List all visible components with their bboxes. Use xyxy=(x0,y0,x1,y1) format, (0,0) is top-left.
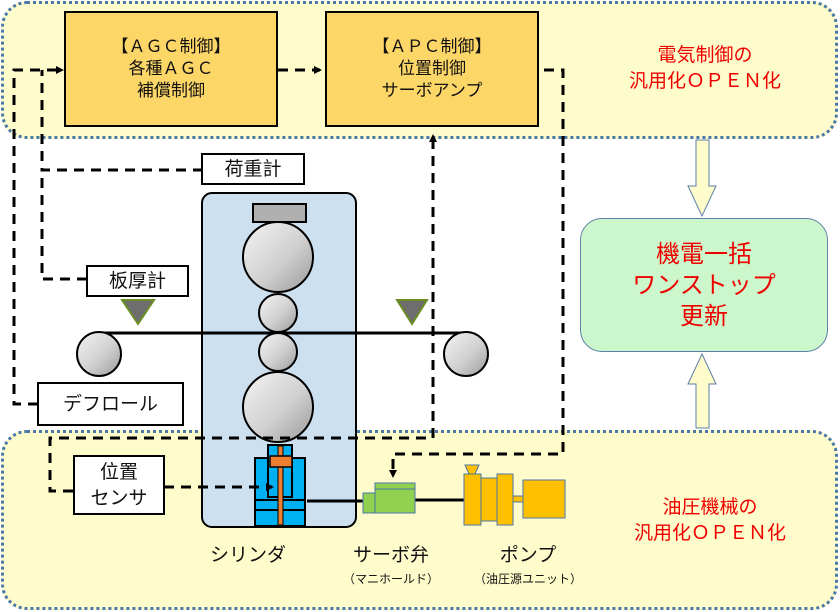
electrical-zone-title-line1: 電気制御の xyxy=(657,44,753,66)
signal-line-apc-to-servo xyxy=(389,68,565,478)
backup-roll-bottom xyxy=(242,371,314,443)
load-cell-block xyxy=(252,203,307,223)
result-line1: 機電一括 xyxy=(656,239,752,268)
work-roll-bottom xyxy=(258,332,298,372)
hydraulic-zone-title-line1: 油圧機械の xyxy=(662,496,758,518)
deflector-roll-left xyxy=(76,331,122,377)
result-line2: ワンストップ xyxy=(632,270,776,299)
agc-control-block: 【ＡＧＣ制御】 各種ＡＧＣ 補償制御 xyxy=(64,11,278,127)
hydraulic-zone-title: 油圧機械の 汎用化ＯＰＥＮ化 xyxy=(610,494,810,546)
hydraulic-cylinder xyxy=(254,444,306,527)
signal-line-deflector-to-agc xyxy=(12,66,64,406)
pump-subcaption: （油圧源ユニット） xyxy=(473,572,582,586)
one-stop-renewal-box: 機電一括 ワンストップ 更新 xyxy=(580,218,828,352)
apc-title: 【ＡＰＣ制御】 xyxy=(372,37,492,57)
backup-roll-top xyxy=(242,221,314,293)
work-roll-top xyxy=(258,293,298,333)
servo-valve-caption: サーボ弁 xyxy=(352,544,429,566)
result-line3: 更新 xyxy=(680,301,728,330)
pump-caption: ポンプ xyxy=(499,544,557,566)
agc-title: 【ＡＧＣ制御】 xyxy=(111,37,231,57)
agc-line3: 補償制御 xyxy=(137,81,205,101)
servo-valve xyxy=(362,482,416,514)
signal-line-position-to-apc xyxy=(48,134,437,493)
hydraulic-line xyxy=(307,498,465,503)
pump-unit xyxy=(463,464,566,526)
deflector-roll-right xyxy=(443,331,489,377)
thickness-gauge-label: 板厚計 xyxy=(86,265,189,297)
up-arrow-to-result xyxy=(687,352,717,429)
deflector-roll-label: デフロール xyxy=(37,382,184,426)
signal-line-thickness-to-agc xyxy=(40,170,87,281)
down-arrow-to-result xyxy=(687,139,717,218)
apc-line2: 位置制御 xyxy=(398,59,466,79)
hydraulic-zone-title-line2: 汎用化ＯＰＥＮ化 xyxy=(633,522,786,544)
agc-line2: 各種ＡＧＣ xyxy=(128,59,214,79)
servo-valve-subcaption: （マニホールド） xyxy=(342,572,439,586)
thickness-gauge-marker-left xyxy=(120,299,156,326)
cylinder-caption: シリンダ xyxy=(209,544,286,566)
load-cell-label: 荷重計 xyxy=(201,153,305,185)
electrical-zone-title: 電気制御の 汎用化ＯＰＥＮ化 xyxy=(605,42,805,94)
electrical-zone-title-line2: 汎用化ＯＰＥＮ化 xyxy=(628,70,781,92)
position-sensor-label: 位置 センサ xyxy=(73,455,165,515)
apc-line3: サーボアンプ xyxy=(381,81,483,101)
thickness-gauge-marker-right xyxy=(395,299,429,326)
apc-control-block: 【ＡＰＣ制御】 位置制御 サーボアンプ xyxy=(325,11,539,127)
